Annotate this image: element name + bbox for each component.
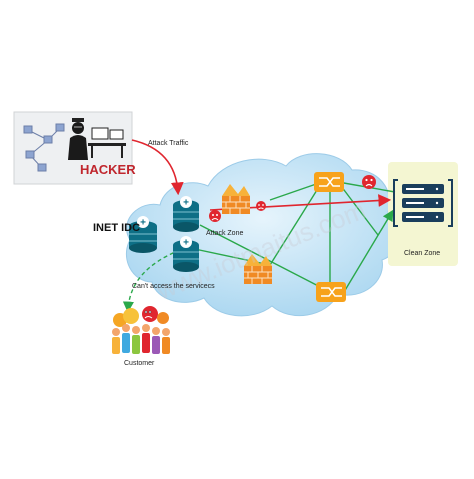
- hacker-silhouette-icon: [68, 118, 88, 160]
- inet-idc-label: INET IDC: [93, 222, 141, 234]
- computer-desk-icon: [88, 127, 126, 158]
- firewall-icon-bottom: [244, 254, 272, 284]
- customer-access-path: [122, 249, 181, 313]
- angry-face-icon: [256, 201, 266, 211]
- router-icon-top: [314, 172, 344, 192]
- svg-text:+: +: [183, 238, 189, 249]
- clean-zone-label: Clean Zone: [404, 250, 441, 257]
- customer-label: Customer: [124, 360, 155, 367]
- idc-server-1: +: [129, 216, 157, 253]
- attack-traffic-label: Attack Traffic: [148, 140, 189, 147]
- firewall-icon-top: [222, 184, 250, 214]
- router-icon-bottom: [316, 282, 346, 302]
- idc-server-3: +: [173, 236, 199, 272]
- hacker-label: HACKER: [80, 162, 136, 177]
- attack-zone-label: Attack Zone: [206, 230, 244, 237]
- cannot-access-label: Can't access the servicecs: [132, 283, 215, 290]
- customer-group-icon: [112, 306, 170, 354]
- clean-server-icon: [393, 179, 453, 227]
- angry-face-icon: [362, 175, 376, 189]
- hacker-network-icon: [23, 123, 65, 172]
- internet-cloud: [125, 153, 401, 317]
- svg-text:+: +: [183, 198, 189, 209]
- hacker-panel: [13, 111, 133, 185]
- svg-text:+: +: [140, 218, 146, 229]
- angry-face-icon: [209, 210, 221, 222]
- idc-server-2: +: [173, 196, 199, 232]
